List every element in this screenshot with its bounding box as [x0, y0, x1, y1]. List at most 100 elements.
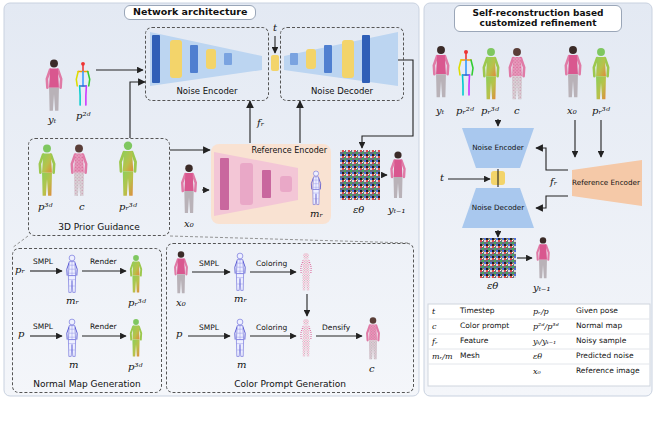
figure — [434, 46, 448, 97]
symbol-label: t — [273, 22, 277, 34]
symbol-label: yₜ/yₜ₋₁ — [533, 337, 556, 346]
symbol-label: t — [440, 172, 444, 184]
legend-table — [428, 319, 650, 364]
flow-arrow — [381, 174, 387, 175]
figure — [301, 253, 311, 290]
figure — [301, 319, 311, 356]
unet-shape — [224, 53, 232, 65]
symbol-label: εθ — [487, 280, 498, 292]
reference-encoder-shape — [280, 176, 292, 192]
symbol-label: fᵣ — [257, 117, 264, 129]
unet-shape — [190, 45, 198, 73]
figure — [235, 319, 245, 356]
flow-arrow — [448, 178, 490, 179]
symbol-label: pᵣ³ᵈ — [592, 105, 610, 117]
flow-arrow — [497, 230, 498, 237]
reference-encoder-shape — [211, 144, 331, 224]
unet-shape — [271, 55, 279, 71]
reference-encoder-shape — [220, 158, 229, 210]
symbol-label: mᵣ/m — [432, 352, 453, 361]
figure — [367, 317, 379, 359]
symbol-label: Predicted noise — [576, 352, 634, 361]
symbol-label: yₜ₋₁ — [388, 204, 405, 216]
zoom-line — [12, 236, 28, 248]
symbol-label: c — [432, 322, 436, 331]
reference-encoder: Reference Encoder — [568, 159, 644, 207]
figure — [459, 50, 473, 95]
symbol-label: SMPL — [33, 258, 53, 267]
symbol-label: x₀ — [567, 105, 577, 117]
connector — [249, 101, 250, 143]
symbol-label: εθ — [353, 204, 364, 216]
unet-shape — [324, 45, 332, 73]
figure — [594, 48, 608, 99]
unet-shape — [362, 35, 370, 83]
symbol-label: SMPL — [199, 260, 219, 269]
flow-arrow — [192, 271, 230, 272]
legend-table — [428, 304, 650, 386]
figure — [235, 253, 245, 290]
connector — [536, 196, 568, 208]
symbol-label: c — [79, 201, 85, 213]
unet-shape — [306, 49, 316, 69]
decoder-box: Noise Decoder — [460, 187, 536, 229]
symbol-label: yₜ — [436, 105, 444, 117]
node-title: Noise Decoder — [281, 87, 403, 97]
figure — [131, 319, 141, 356]
reference-encoder-shape — [214, 152, 298, 216]
symbol-label: mᵣ — [310, 208, 323, 220]
symbol-label: mᵣ — [66, 295, 79, 307]
panel-ground — [424, 3, 652, 396]
symbol-label: c — [514, 105, 520, 117]
node-title: Color Prompt Generation — [167, 379, 413, 389]
symbol-label: x₀ — [184, 218, 194, 230]
flow-arrow — [30, 36, 601, 336]
symbol-label: SMPL — [33, 323, 53, 332]
flow-arrow — [600, 120, 601, 157]
symbol-label: Noisy sample — [576, 337, 626, 346]
symbol-label: Densify — [322, 324, 350, 333]
figure — [175, 251, 187, 293]
encoder-box: Noise Encoder — [460, 127, 536, 169]
symbol-label: Feature — [460, 337, 488, 346]
node-title: Noise Encoder — [146, 87, 268, 97]
connector — [497, 169, 498, 187]
flow-arrow — [497, 119, 498, 126]
figure — [510, 48, 524, 99]
flow-arrow — [306, 294, 307, 316]
figure — [67, 319, 77, 356]
symbol-label: p³ᵈ — [38, 201, 52, 213]
zoom-line — [12, 236, 410, 248]
node-title: Self-reconstruction based customized ref… — [454, 5, 622, 32]
symbol-label: Render — [90, 258, 117, 267]
figure — [480, 238, 516, 278]
flow-arrow — [274, 36, 275, 53]
unet-shape — [290, 53, 298, 65]
symbol-label: fᵣ — [432, 337, 438, 346]
panel-ground — [4, 3, 419, 396]
symbol-label: fᵣ — [550, 176, 557, 188]
figure — [76, 62, 89, 105]
node-title: Noise Decoder — [460, 187, 536, 229]
figure — [392, 151, 405, 198]
flow-arrow — [202, 189, 209, 190]
symbol-label: Mesh — [460, 352, 480, 361]
symbol-label: m — [237, 359, 246, 371]
guidance-box: 3D Prior Guidance — [28, 138, 170, 236]
flow-arrow — [30, 335, 62, 336]
symbol-label: p — [18, 328, 24, 340]
figure — [120, 142, 135, 196]
node-title: Noise Encoder — [460, 127, 536, 169]
zoom-line — [170, 236, 410, 243]
encoder-box: Noise Encoder — [145, 27, 269, 101]
symbol-label: pᵣ³ᵈ — [119, 201, 137, 213]
figure — [67, 255, 77, 292]
symbol-label: Coloring — [256, 324, 287, 333]
symbol-label: εθ — [533, 352, 542, 361]
reference-encoder-shape — [240, 163, 253, 205]
symbol-label: Coloring — [256, 260, 287, 269]
